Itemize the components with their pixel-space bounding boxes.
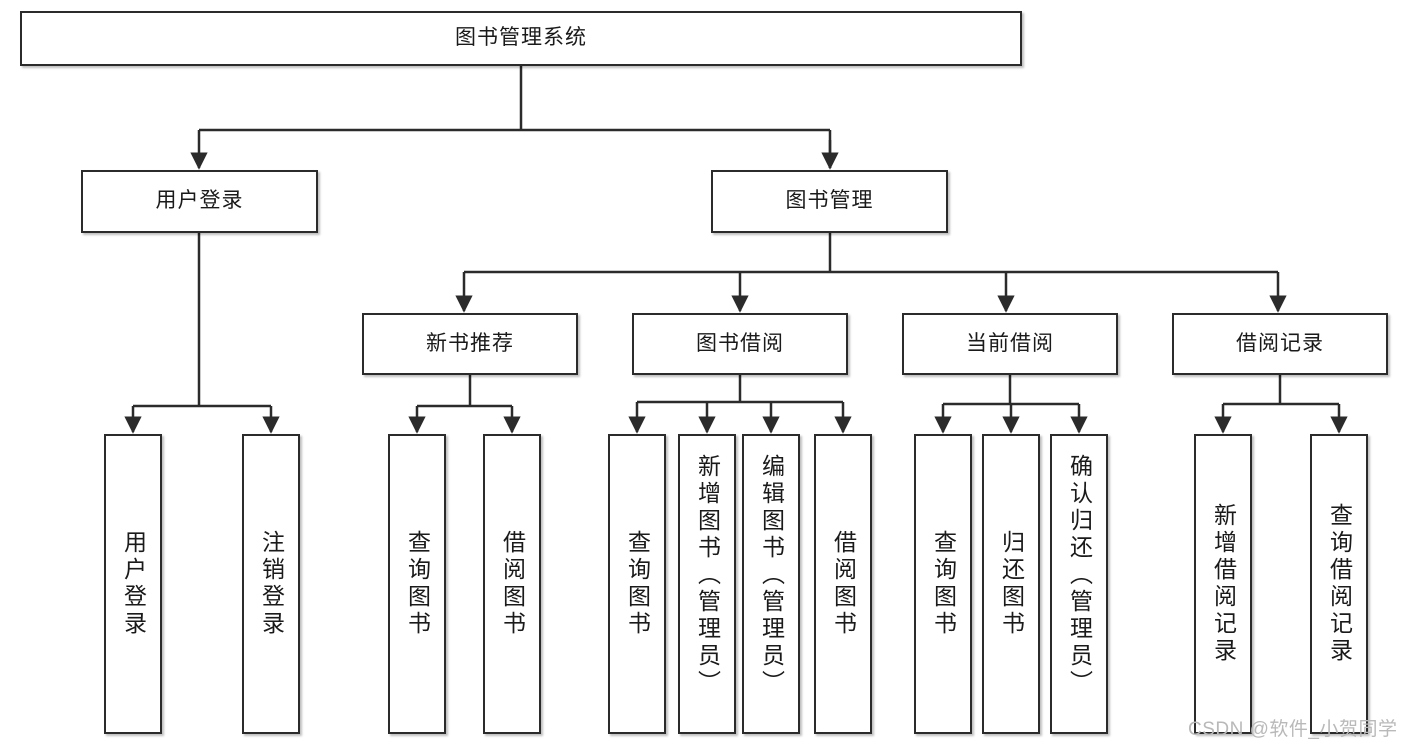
node-root-label: 图书管理系统 bbox=[455, 26, 587, 50]
leaf-query-book-current[interactable]: 查询图书 bbox=[914, 434, 972, 734]
watermark: CSDN @软件_小贺同学 bbox=[1188, 719, 1398, 740]
leaf-confirm-return-admin-label: 确认归还（管理员） bbox=[1066, 454, 1093, 697]
leaf-user-login-label: 用户登录 bbox=[120, 530, 147, 638]
leaf-borrow-book-newbook-label: 借阅图书 bbox=[499, 530, 526, 638]
leaf-add-borrow-record[interactable]: 新增借阅记录 bbox=[1194, 434, 1252, 734]
leaf-query-book-borrow[interactable]: 查询图书 bbox=[608, 434, 666, 734]
node-new-book-recommend[interactable]: 新书推荐 bbox=[362, 313, 578, 375]
leaf-confirm-return-admin[interactable]: 确认归还（管理员） bbox=[1050, 434, 1108, 734]
node-new-book-recommend-label: 新书推荐 bbox=[426, 331, 514, 355]
node-book-management[interactable]: 图书管理 bbox=[711, 170, 948, 233]
leaf-borrow-book-label: 借阅图书 bbox=[830, 530, 857, 638]
leaf-query-borrow-record[interactable]: 查询借阅记录 bbox=[1310, 434, 1368, 734]
node-root[interactable]: 图书管理系统 bbox=[20, 11, 1022, 66]
leaf-borrow-book-newbook[interactable]: 借阅图书 bbox=[483, 434, 541, 734]
leaf-query-book-newbook[interactable]: 查询图书 bbox=[388, 434, 446, 734]
leaf-borrow-book[interactable]: 借阅图书 bbox=[814, 434, 872, 734]
node-user-login[interactable]: 用户登录 bbox=[81, 170, 318, 233]
leaf-logout[interactable]: 注销登录 bbox=[242, 434, 300, 734]
node-book-borrow-label: 图书借阅 bbox=[696, 331, 784, 355]
leaf-return-book-label: 归还图书 bbox=[998, 530, 1025, 638]
leaf-user-login[interactable]: 用户登录 bbox=[104, 434, 162, 734]
node-current-borrow[interactable]: 当前借阅 bbox=[902, 313, 1118, 375]
leaf-edit-book-admin-label: 编辑图书（管理员） bbox=[758, 454, 785, 697]
node-book-borrow[interactable]: 图书借阅 bbox=[632, 313, 848, 375]
node-current-borrow-label: 当前借阅 bbox=[966, 331, 1054, 355]
leaf-logout-label: 注销登录 bbox=[258, 530, 285, 638]
leaf-query-book-newbook-label: 查询图书 bbox=[404, 530, 431, 638]
leaf-add-book-admin[interactable]: 新增图书（管理员） bbox=[678, 434, 736, 734]
leaf-edit-book-admin[interactable]: 编辑图书（管理员） bbox=[742, 434, 800, 734]
leaf-add-borrow-record-label: 新增借阅记录 bbox=[1210, 503, 1237, 665]
leaf-return-book[interactable]: 归还图书 bbox=[982, 434, 1040, 734]
leaf-query-book-borrow-label: 查询图书 bbox=[624, 530, 651, 638]
leaf-query-book-current-label: 查询图书 bbox=[930, 530, 957, 638]
node-borrow-record-label: 借阅记录 bbox=[1236, 331, 1324, 355]
node-borrow-record[interactable]: 借阅记录 bbox=[1172, 313, 1388, 375]
node-book-management-label: 图书管理 bbox=[785, 189, 874, 213]
leaf-add-book-admin-label: 新增图书（管理员） bbox=[694, 454, 721, 697]
leaf-query-borrow-record-label: 查询借阅记录 bbox=[1326, 503, 1353, 665]
node-user-login-label: 用户登录 bbox=[155, 189, 244, 213]
